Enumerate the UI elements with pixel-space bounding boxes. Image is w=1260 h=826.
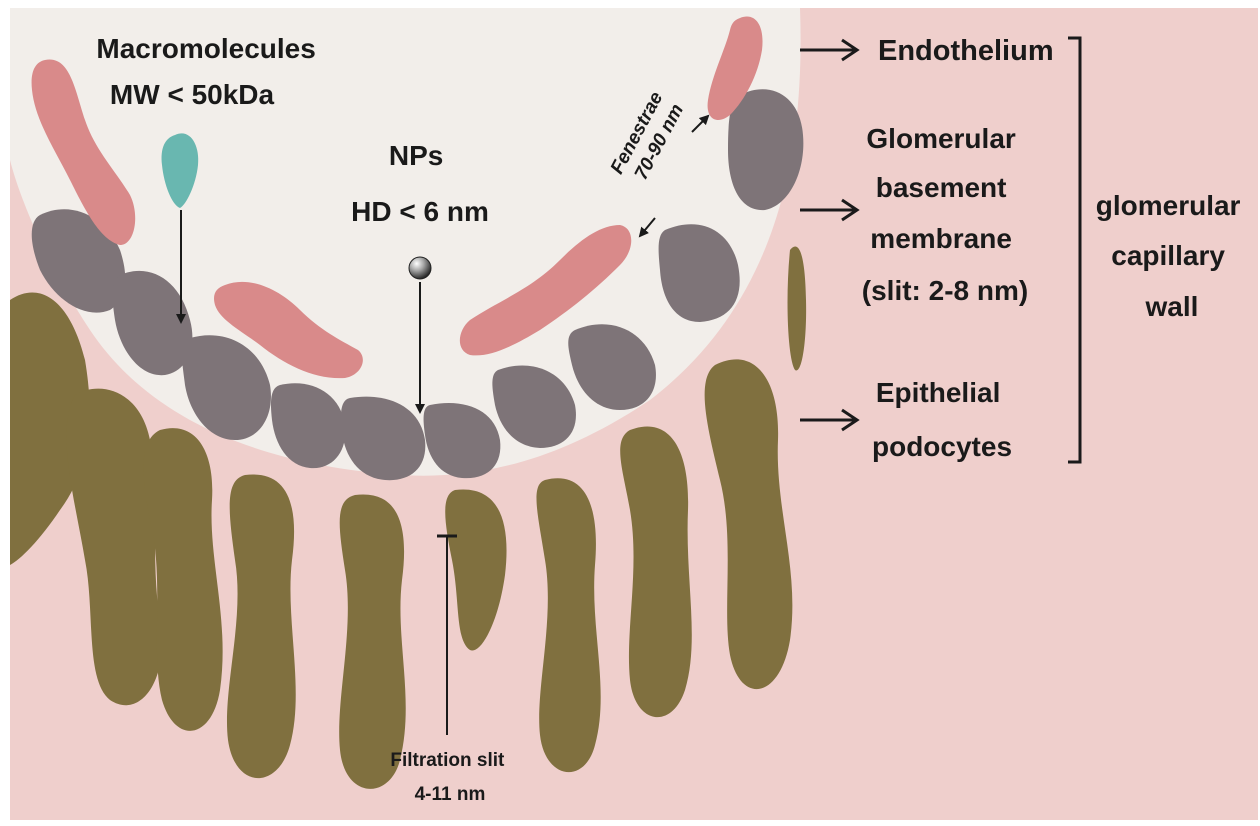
endothelium-label: Endothelium [878, 35, 1054, 67]
podocyte-foot [339, 494, 406, 788]
podocyte-foot [788, 247, 807, 371]
podocyte-foot [227, 474, 296, 778]
sphere-icon [409, 257, 431, 279]
